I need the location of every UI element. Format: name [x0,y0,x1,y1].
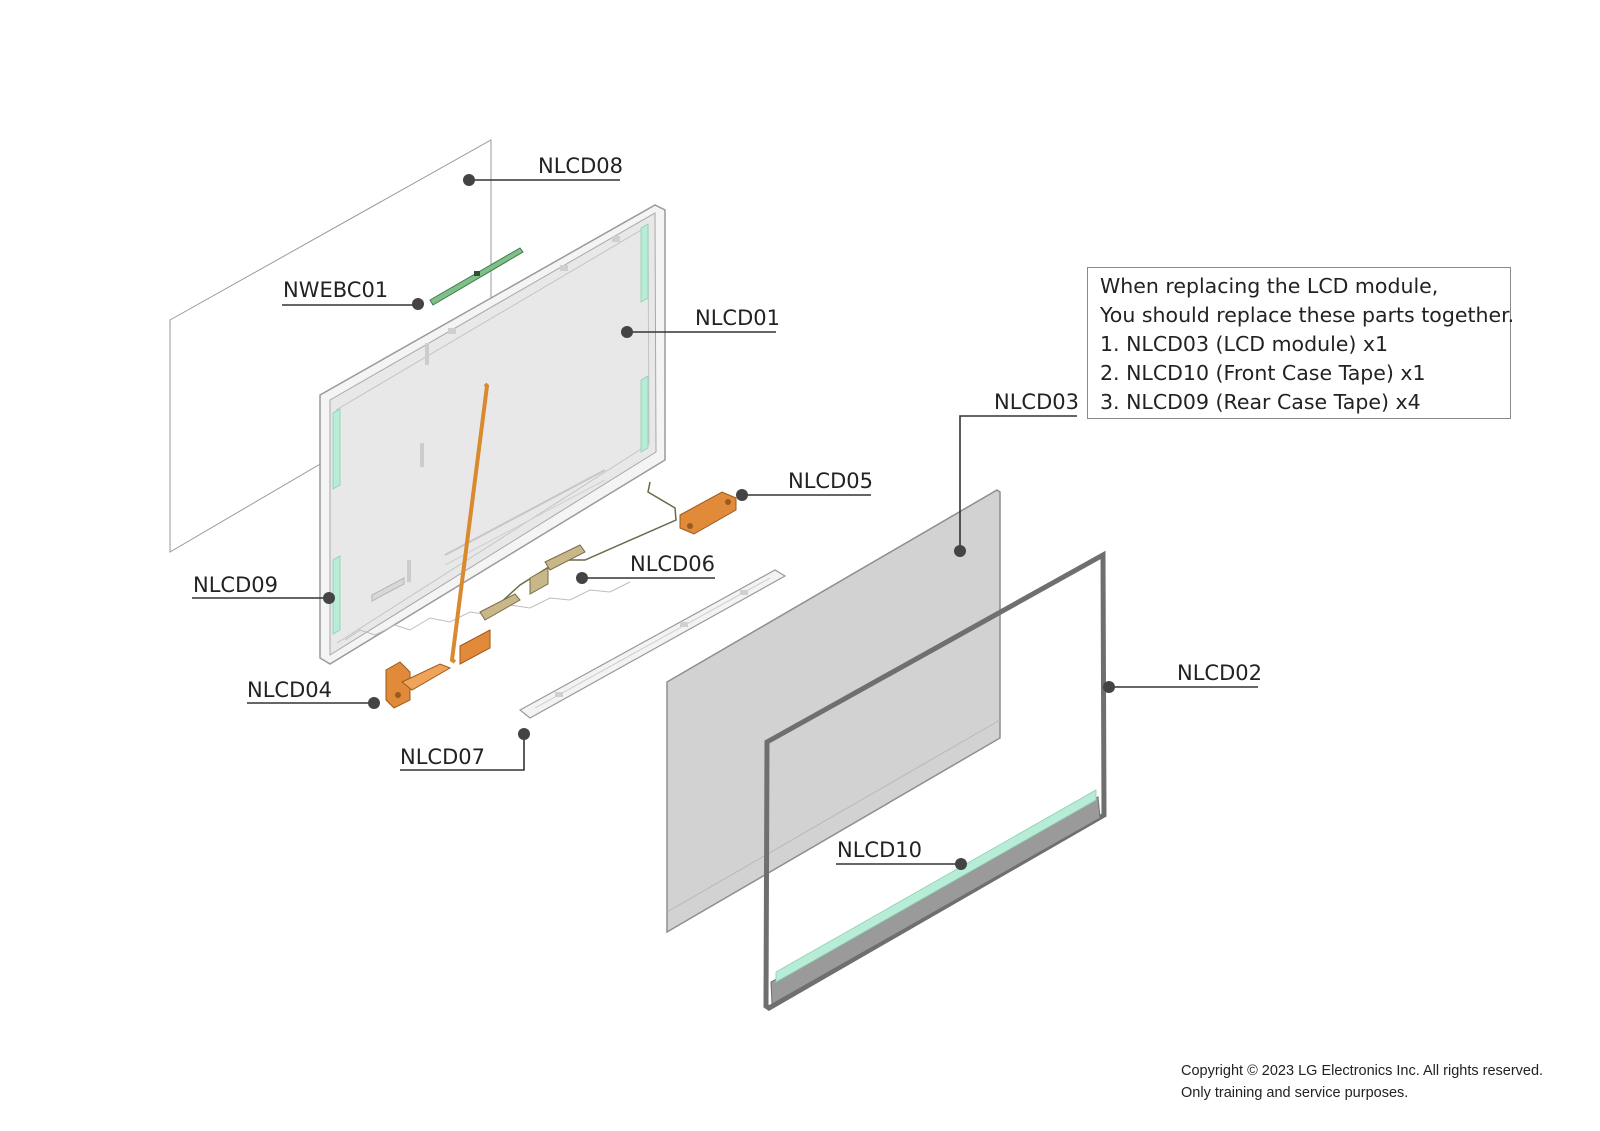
note-line-3: 1. NLCD03 (LCD module) x1 [1100,332,1389,356]
copyright-line-2: Only training and service purposes. [1181,1085,1409,1101]
copyright-notice: Copyright © 2023 LG Electronics Inc. All… [1181,1060,1543,1104]
label-nlcd08: NLCD08 [538,154,623,178]
antenna-cable [479,481,677,621]
note-line-5: 3. NLCD09 (Rear Case Tape) x4 [1100,390,1421,414]
label-nlcd10: NLCD10 [837,838,922,862]
lcd-module-panel [666,489,1001,934]
lcd-fpc-cable [449,382,491,665]
label-nlcd07: NLCD07 [400,745,485,769]
label-nlcd09: NLCD09 [193,573,278,597]
label-nlcd04: NLCD04 [247,678,332,702]
front-case-tape [775,789,1097,983]
label-nlcd01: NLCD01 [695,306,780,330]
copyright-line-1: Copyright © 2023 LG Electronics Inc. All… [1181,1063,1544,1079]
note-line-1: When replacing the LCD module, [1100,274,1439,298]
webcam-board [429,247,524,306]
hinge-cover-bar [518,569,787,719]
note-line-2: You should replace these parts together. [1100,303,1515,327]
replacement-note: When replacing the LCD module, You shoul… [1087,267,1515,419]
leader-lines [192,174,1258,870]
note-line-4: 2. NLCD10 (Front Case Tape) x1 [1100,361,1426,385]
label-nwebc01: NWEBC01 [283,278,388,302]
rear-case [319,204,666,665]
label-nlcd03: NLCD03 [994,390,1079,414]
label-nlcd02: NLCD02 [1177,661,1262,685]
rear-case-tapes [332,223,649,635]
left-hinge [385,661,452,709]
part-labels: NLCD08 NWEBC01 NLCD01 NLCD03 NLCD05 NLCD… [193,154,1262,862]
label-nlcd06: NLCD06 [630,552,715,576]
right-hinge [679,491,737,535]
label-nlcd05: NLCD05 [788,469,873,493]
